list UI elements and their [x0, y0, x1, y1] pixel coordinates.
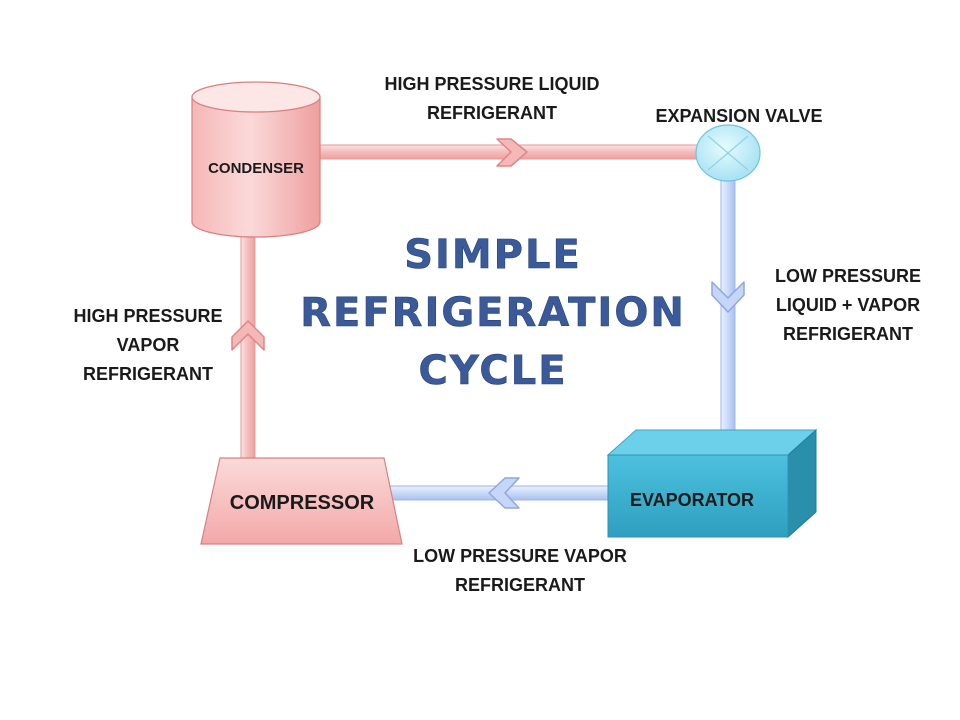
- flow-arrow-left-icon: [488, 477, 520, 509]
- svg-text:HIGH PRESSURE LIQUID: HIGH PRESSURE LIQUID: [384, 74, 599, 94]
- flow-label-left: HIGH PRESSURE VAPOR REFRIGERANT: [73, 306, 222, 384]
- svg-text:VAPOR: VAPOR: [117, 335, 180, 355]
- condenser-label: CONDENSER: [208, 160, 304, 177]
- diagram-title: SIMPLE REFRIGERATION CYCLE: [300, 232, 686, 395]
- svg-text:REFRIGERANT: REFRIGERANT: [83, 364, 213, 384]
- flow-arrow-up-icon: [231, 320, 265, 351]
- flow-arrow-right-icon: [496, 138, 528, 167]
- title-line-1: SIMPLE: [404, 232, 582, 278]
- pipe-high-pressure-vapor: [240, 235, 256, 461]
- svg-text:LOW PRESSURE: LOW PRESSURE: [775, 266, 921, 286]
- svg-text:LIQUID + VAPOR: LIQUID + VAPOR: [776, 295, 920, 315]
- flow-arrow-down-icon: [711, 281, 745, 313]
- title-line-3: CYCLE: [418, 348, 567, 394]
- title-line-2: REFRIGERATION: [300, 290, 686, 336]
- flow-label-top: HIGH PRESSURE LIQUID REFRIGERANT: [384, 74, 599, 123]
- svg-text:LOW PRESSURE VAPOR: LOW PRESSURE VAPOR: [413, 546, 627, 566]
- evaporator-label: EVAPORATOR: [630, 490, 754, 510]
- svg-text:REFRIGERANT: REFRIGERANT: [427, 103, 557, 123]
- evaporator: EVAPORATOR: [606, 428, 818, 539]
- flow-label-bottom: LOW PRESSURE VAPOR REFRIGERANT: [413, 546, 627, 595]
- compressor: COMPRESSOR: [200, 457, 403, 545]
- condenser: CONDENSER: [191, 81, 321, 238]
- flow-label-right: LOW PRESSURE LIQUID + VAPOR REFRIGERANT: [775, 266, 921, 344]
- expansion-valve-label: EXPANSION VALVE: [655, 106, 822, 126]
- svg-text:REFRIGERANT: REFRIGERANT: [783, 324, 913, 344]
- compressor-label: COMPRESSOR: [230, 492, 375, 514]
- svg-text:HIGH PRESSURE: HIGH PRESSURE: [73, 306, 222, 326]
- svg-text:REFRIGERANT: REFRIGERANT: [455, 575, 585, 595]
- expansion-valve: [695, 124, 761, 182]
